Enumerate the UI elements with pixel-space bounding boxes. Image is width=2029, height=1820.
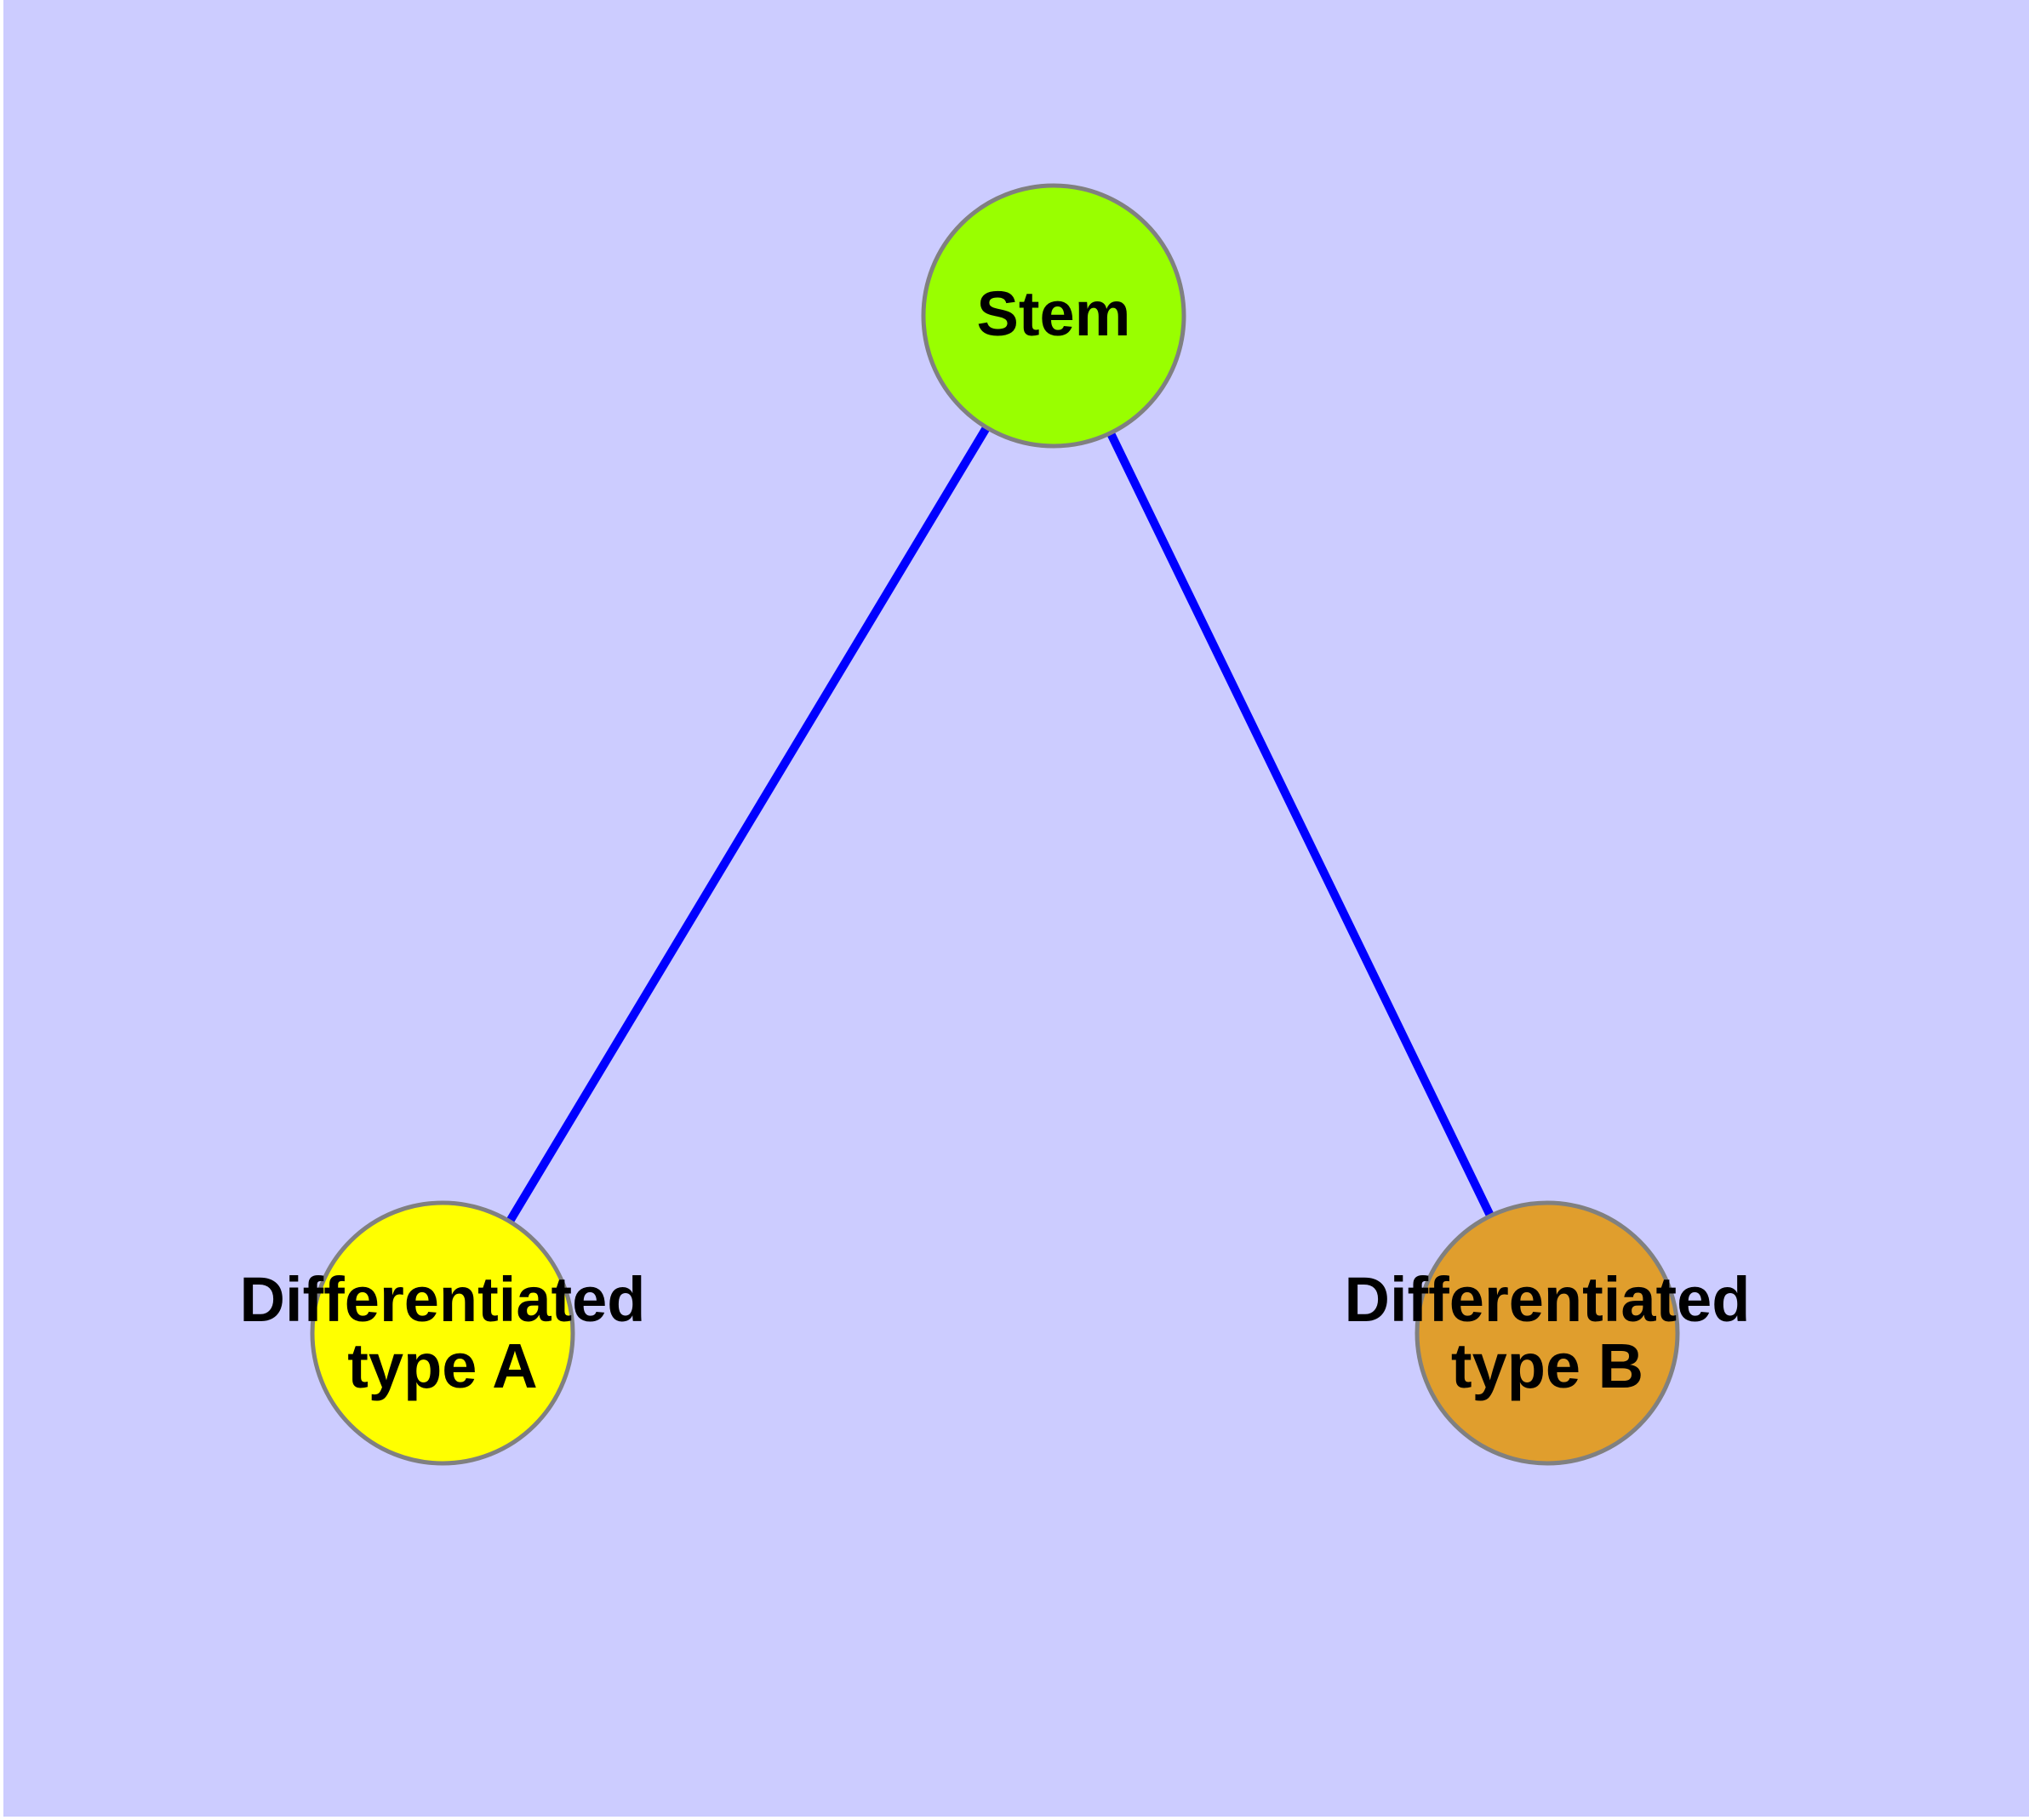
edge-stem-to-diff-b <box>1049 313 1552 1336</box>
edge-layer <box>438 313 1552 1336</box>
edge-stem-to-diff-a <box>438 313 1058 1336</box>
node-differentiated-type-b[interactable] <box>1415 1200 1680 1466</box>
node-stem[interactable] <box>921 183 1186 449</box>
node-differentiated-type-a[interactable] <box>310 1200 575 1466</box>
node-layer <box>310 183 1680 1466</box>
